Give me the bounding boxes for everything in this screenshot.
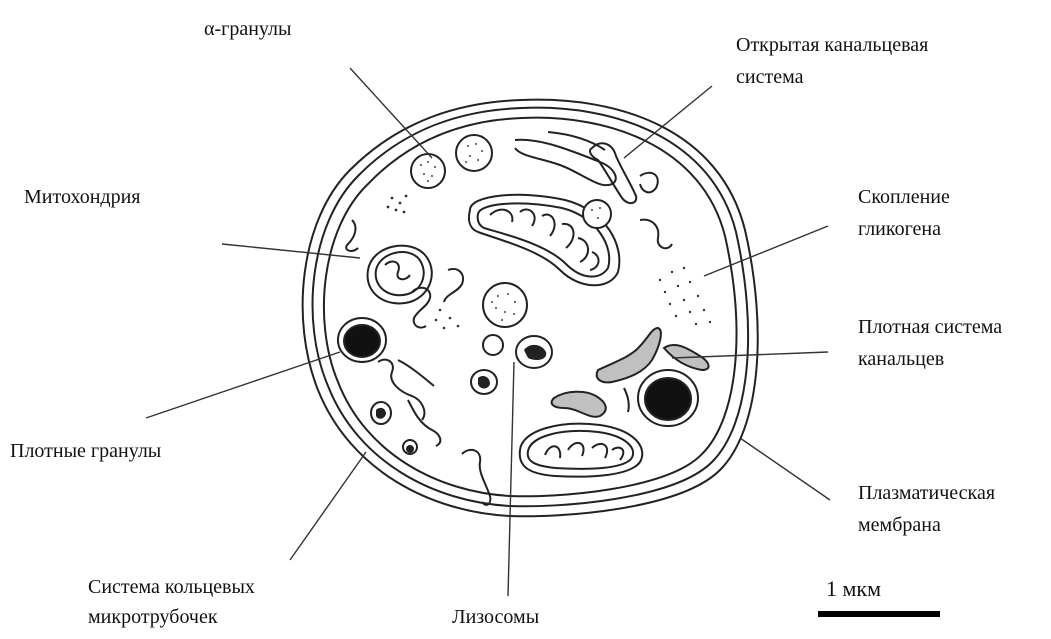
leader-open-canalicular — [624, 86, 712, 158]
small-tubule — [624, 388, 629, 412]
label-lysosomes: Лизосомы — [452, 602, 539, 632]
label-mitochondrion: Митохондрия — [24, 182, 140, 212]
label-microtubules-line1: Система кольцевых — [88, 572, 255, 602]
leader-dense-granules — [146, 352, 340, 418]
label-alpha-granules: α-гранулы — [204, 14, 291, 44]
mitochondrion-left — [368, 246, 432, 304]
leader-lysosomes — [508, 362, 514, 596]
label-glycogen-line1: Скопление — [858, 182, 950, 212]
label-plasma-membrane-line1: Плазматическая — [858, 478, 995, 508]
label-open-canalicular-line1: Открытая канальцевая — [736, 30, 928, 60]
lysosomes — [371, 335, 552, 454]
leader-plasma-membrane — [740, 438, 830, 500]
leader-alpha-granules — [350, 68, 432, 158]
plasma-membrane — [303, 100, 758, 517]
alpha-granules — [411, 135, 611, 327]
label-open-canalicular-line2: система — [736, 62, 803, 92]
label-plasma-membrane-line2: мембрана — [858, 510, 941, 540]
label-microtubules-line2: микротрубочек — [88, 602, 218, 632]
mitochondrion-bottom — [520, 424, 643, 477]
label-dense-tubular-line1: Плотная система — [858, 312, 1002, 342]
leader-mitochondrion — [222, 244, 360, 258]
leader-microtubules — [290, 452, 366, 560]
label-dense-tubular-line2: канальцев — [858, 344, 944, 374]
label-dense-granules: Плотные гранулы — [10, 436, 161, 466]
scale-bar-label: 1 мкм — [826, 576, 881, 602]
leader-glycogen — [704, 226, 828, 276]
label-glycogen-line2: гликогена — [858, 214, 941, 244]
